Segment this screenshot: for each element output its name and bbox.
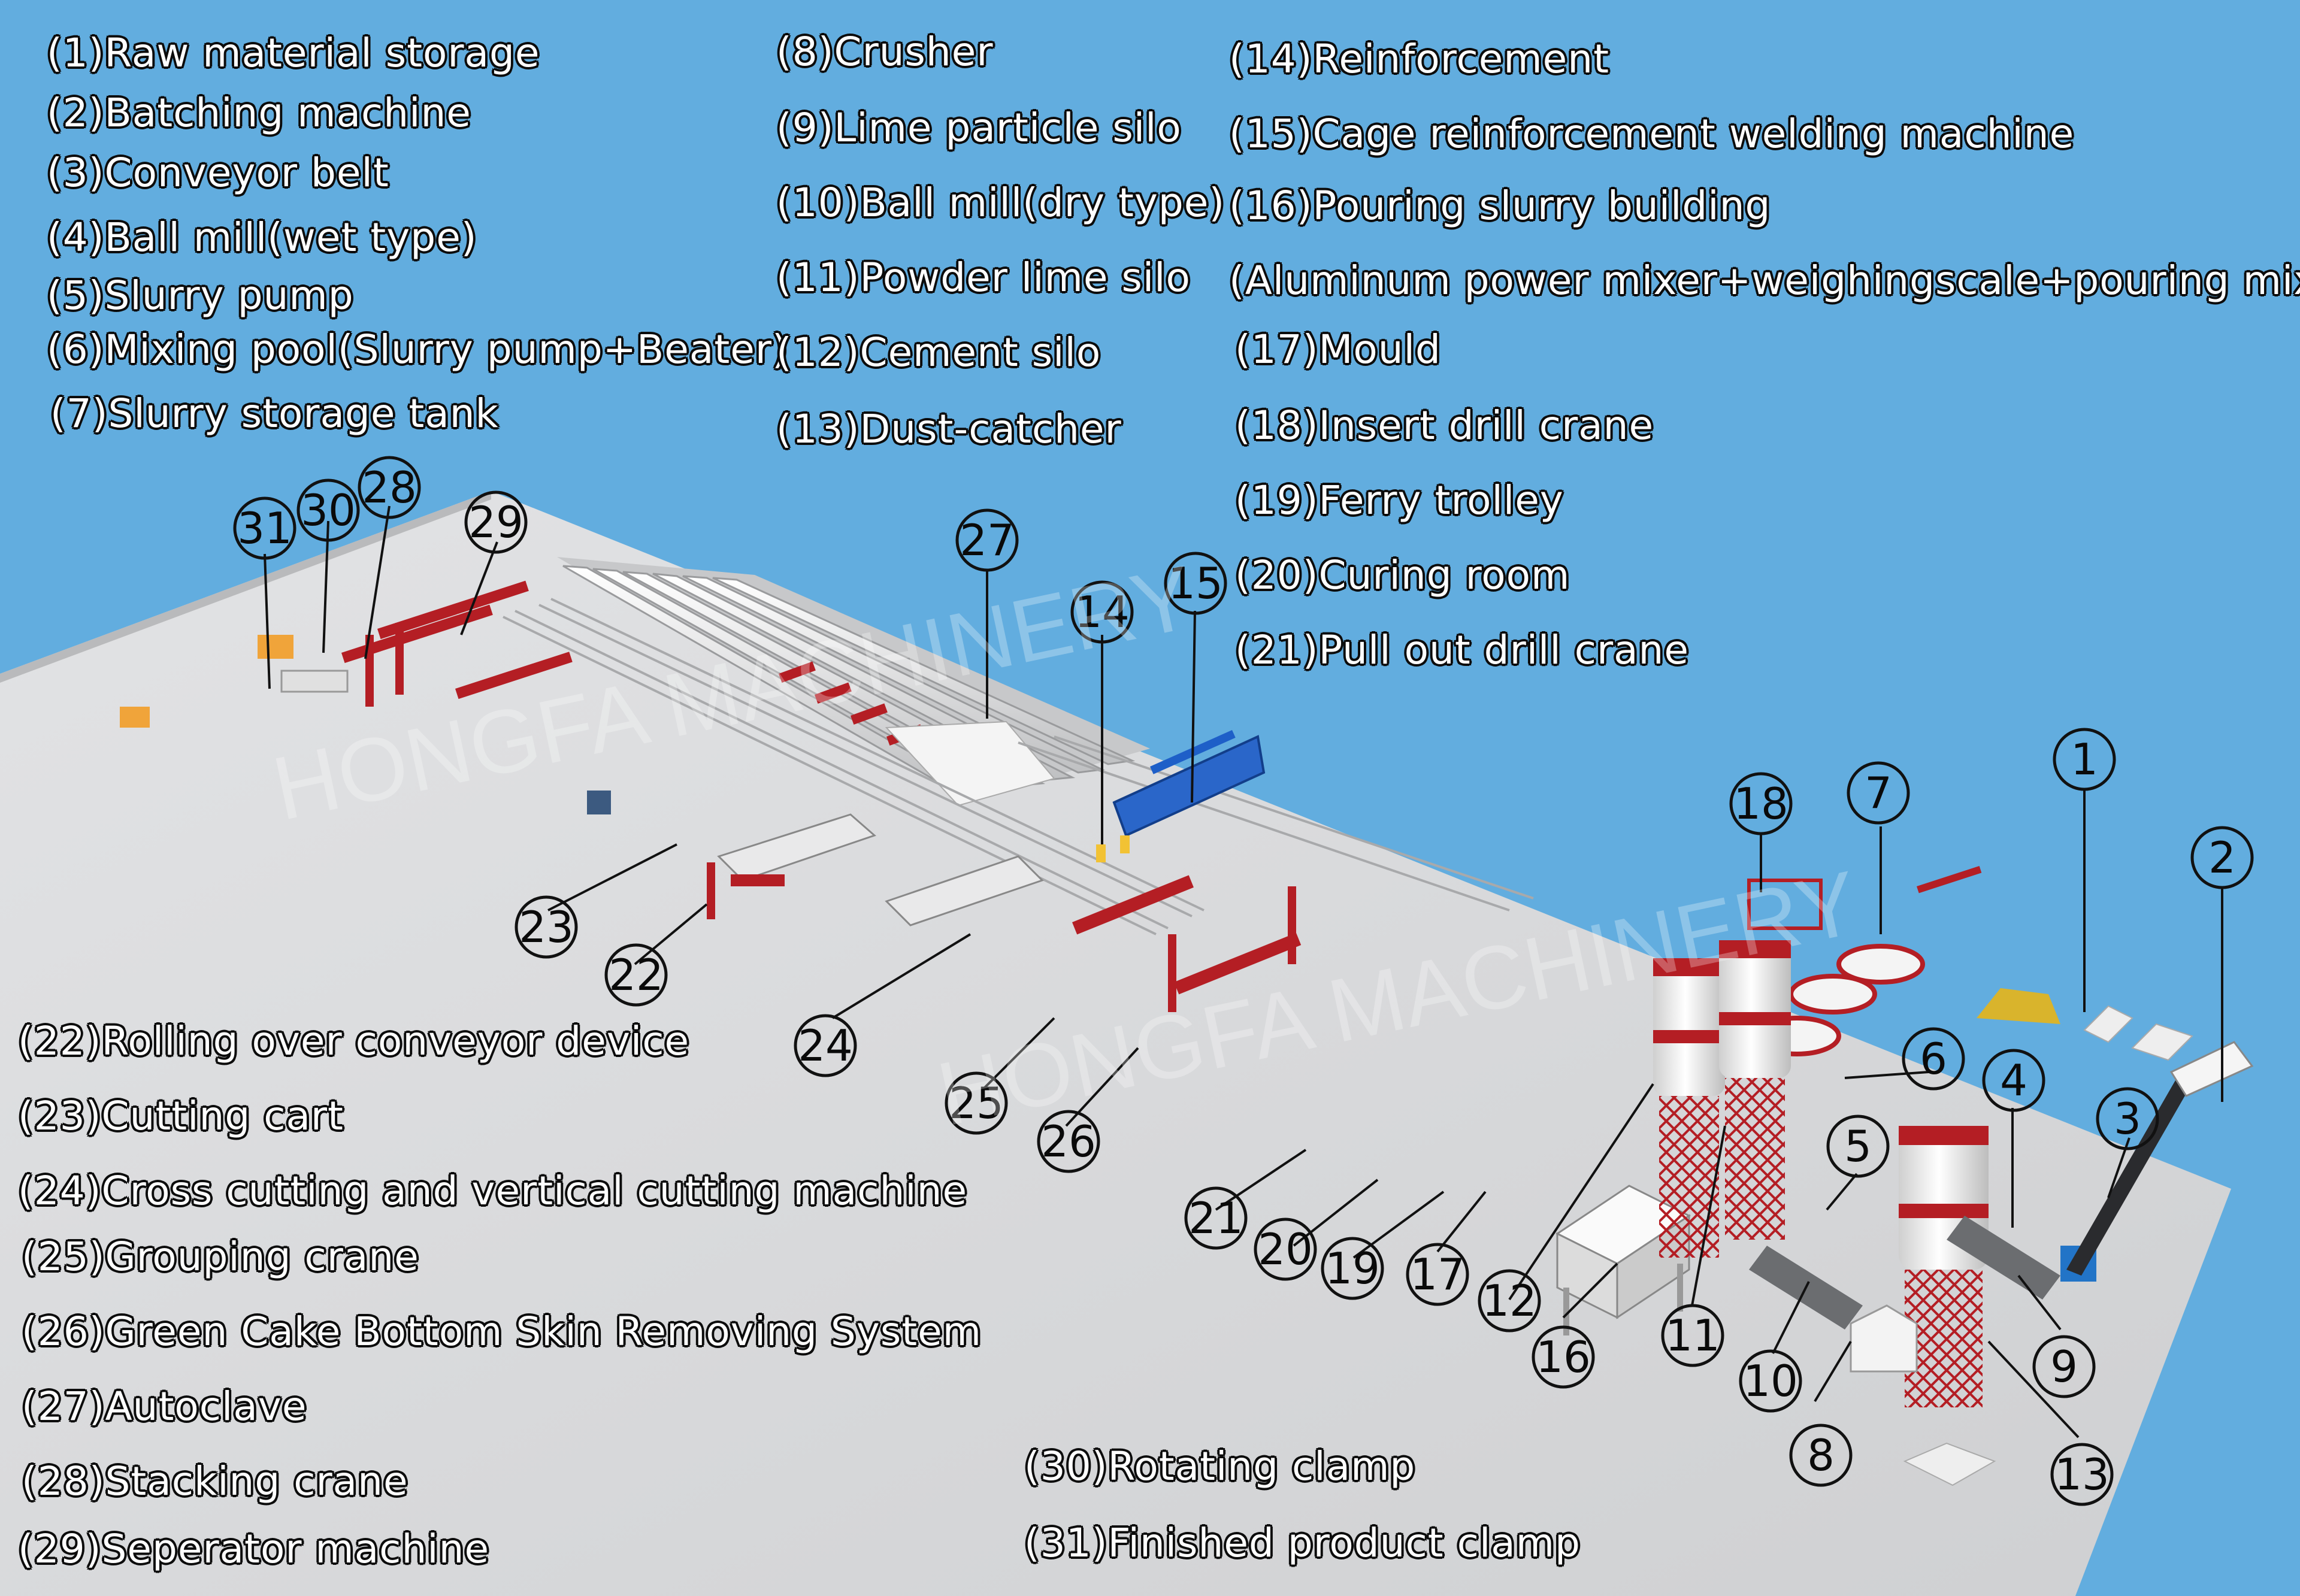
legend-item-4: (4)Ball mill(wet type) — [47, 214, 477, 261]
legend-item-27: (27)Autoclave — [22, 1383, 307, 1430]
callout-number-28: 28 — [362, 462, 417, 513]
legend-item-6: (6)Mixing pool(Slurry pump+Beater) — [47, 326, 788, 372]
legend-item-19: (19)Ferry trolley — [1235, 477, 1564, 523]
callout-number-3: 3 — [2114, 1094, 2141, 1144]
legend-item-2: (2)Batching machine — [47, 90, 471, 136]
legend-item-13: (13)Dust-catcher — [776, 406, 1122, 452]
legend-item-1: (1)Raw material storage — [47, 30, 540, 76]
callout-number-4: 4 — [2000, 1055, 2027, 1106]
legend-item-11: (11)Powder lime silo — [776, 255, 1191, 301]
callout-number-21: 21 — [1188, 1193, 1243, 1243]
callout-number-17: 17 — [1410, 1249, 1465, 1300]
legend-item-3: (3)Conveyor belt — [47, 150, 389, 196]
callout-number-26: 26 — [1041, 1116, 1096, 1167]
legend-item-16: (16)Pouring slurry building — [1229, 183, 1771, 229]
callout-number-24: 24 — [798, 1020, 853, 1071]
legend-item-9: (9)Lime particle silo — [776, 105, 1182, 151]
callout-number-19: 19 — [1325, 1243, 1380, 1294]
callout-number-13: 13 — [2054, 1449, 2110, 1500]
callout-number-2: 2 — [2208, 832, 2236, 883]
callout-number-8: 8 — [1807, 1430, 1835, 1480]
legend-item-14: (14)Reinforcement — [1229, 36, 1609, 82]
legend-item-17: (17)Mould — [1235, 326, 1441, 372]
callout-number-5: 5 — [1844, 1121, 1872, 1171]
callout-number-11: 11 — [1665, 1310, 1720, 1361]
legend-item-23: (23)Cutting cart — [18, 1093, 344, 1139]
legend-item-7: (7)Slurry storage tank — [50, 390, 499, 437]
callout-number-6: 6 — [1920, 1034, 1947, 1084]
callout-number-10: 10 — [1743, 1356, 1798, 1406]
legend-item-25: (25)Grouping crane — [22, 1234, 419, 1280]
legend-item-20: (20)Curing room — [1235, 552, 1570, 598]
legend-item-22: (22)Rolling over conveyor device — [18, 1018, 689, 1064]
callout-number-22: 22 — [609, 950, 664, 1000]
callout-number-20: 20 — [1258, 1224, 1313, 1274]
legend-item-29: (29)Seperator machine — [18, 1526, 489, 1572]
legend-item-28: (28)Stacking crane — [22, 1458, 408, 1504]
legend-item-31: (31)Finished product clamp — [1024, 1520, 1581, 1566]
callout-number-23: 23 — [519, 902, 574, 952]
legend-item-30: (30)Rotating clamp — [1024, 1443, 1415, 1489]
callout-number-30: 30 — [301, 485, 356, 535]
legend-item-5: (5)Slurry pump — [47, 272, 354, 319]
callout-number-29: 29 — [468, 497, 523, 547]
callout-number-18: 18 — [1733, 779, 1788, 829]
legend-item-18: (18)Insert drill crane — [1235, 402, 1654, 449]
legend-item-26: (26)Green Cake Bottom Skin Removing Syst… — [22, 1309, 982, 1355]
callout-number-9: 9 — [2050, 1341, 2078, 1392]
legend-item-15: (15)Cage reinforcement welding machine — [1229, 111, 2074, 157]
legend-item-21: (21)Pull out drill crane — [1235, 627, 1689, 673]
callout-number-7: 7 — [1865, 768, 1892, 818]
callout-number-12: 12 — [1482, 1276, 1537, 1326]
callout-number-27: 27 — [960, 515, 1015, 565]
callout-number-31: 31 — [237, 503, 292, 553]
callout-number-16: 16 — [1536, 1332, 1591, 1382]
legend-item-8: (8)Crusher — [776, 29, 994, 75]
legend-item-24: (24)Cross cutting and vertical cutting m… — [18, 1168, 967, 1214]
callout-number-1: 1 — [2071, 734, 2098, 785]
legend-item-12: (12)Cement silo — [776, 329, 1101, 375]
legend-item-10: (10)Ball mill(dry type) — [776, 180, 1225, 226]
legend-item-16-detail: (Aluminum power mixer+weighingscale+pour… — [1229, 258, 2300, 304]
